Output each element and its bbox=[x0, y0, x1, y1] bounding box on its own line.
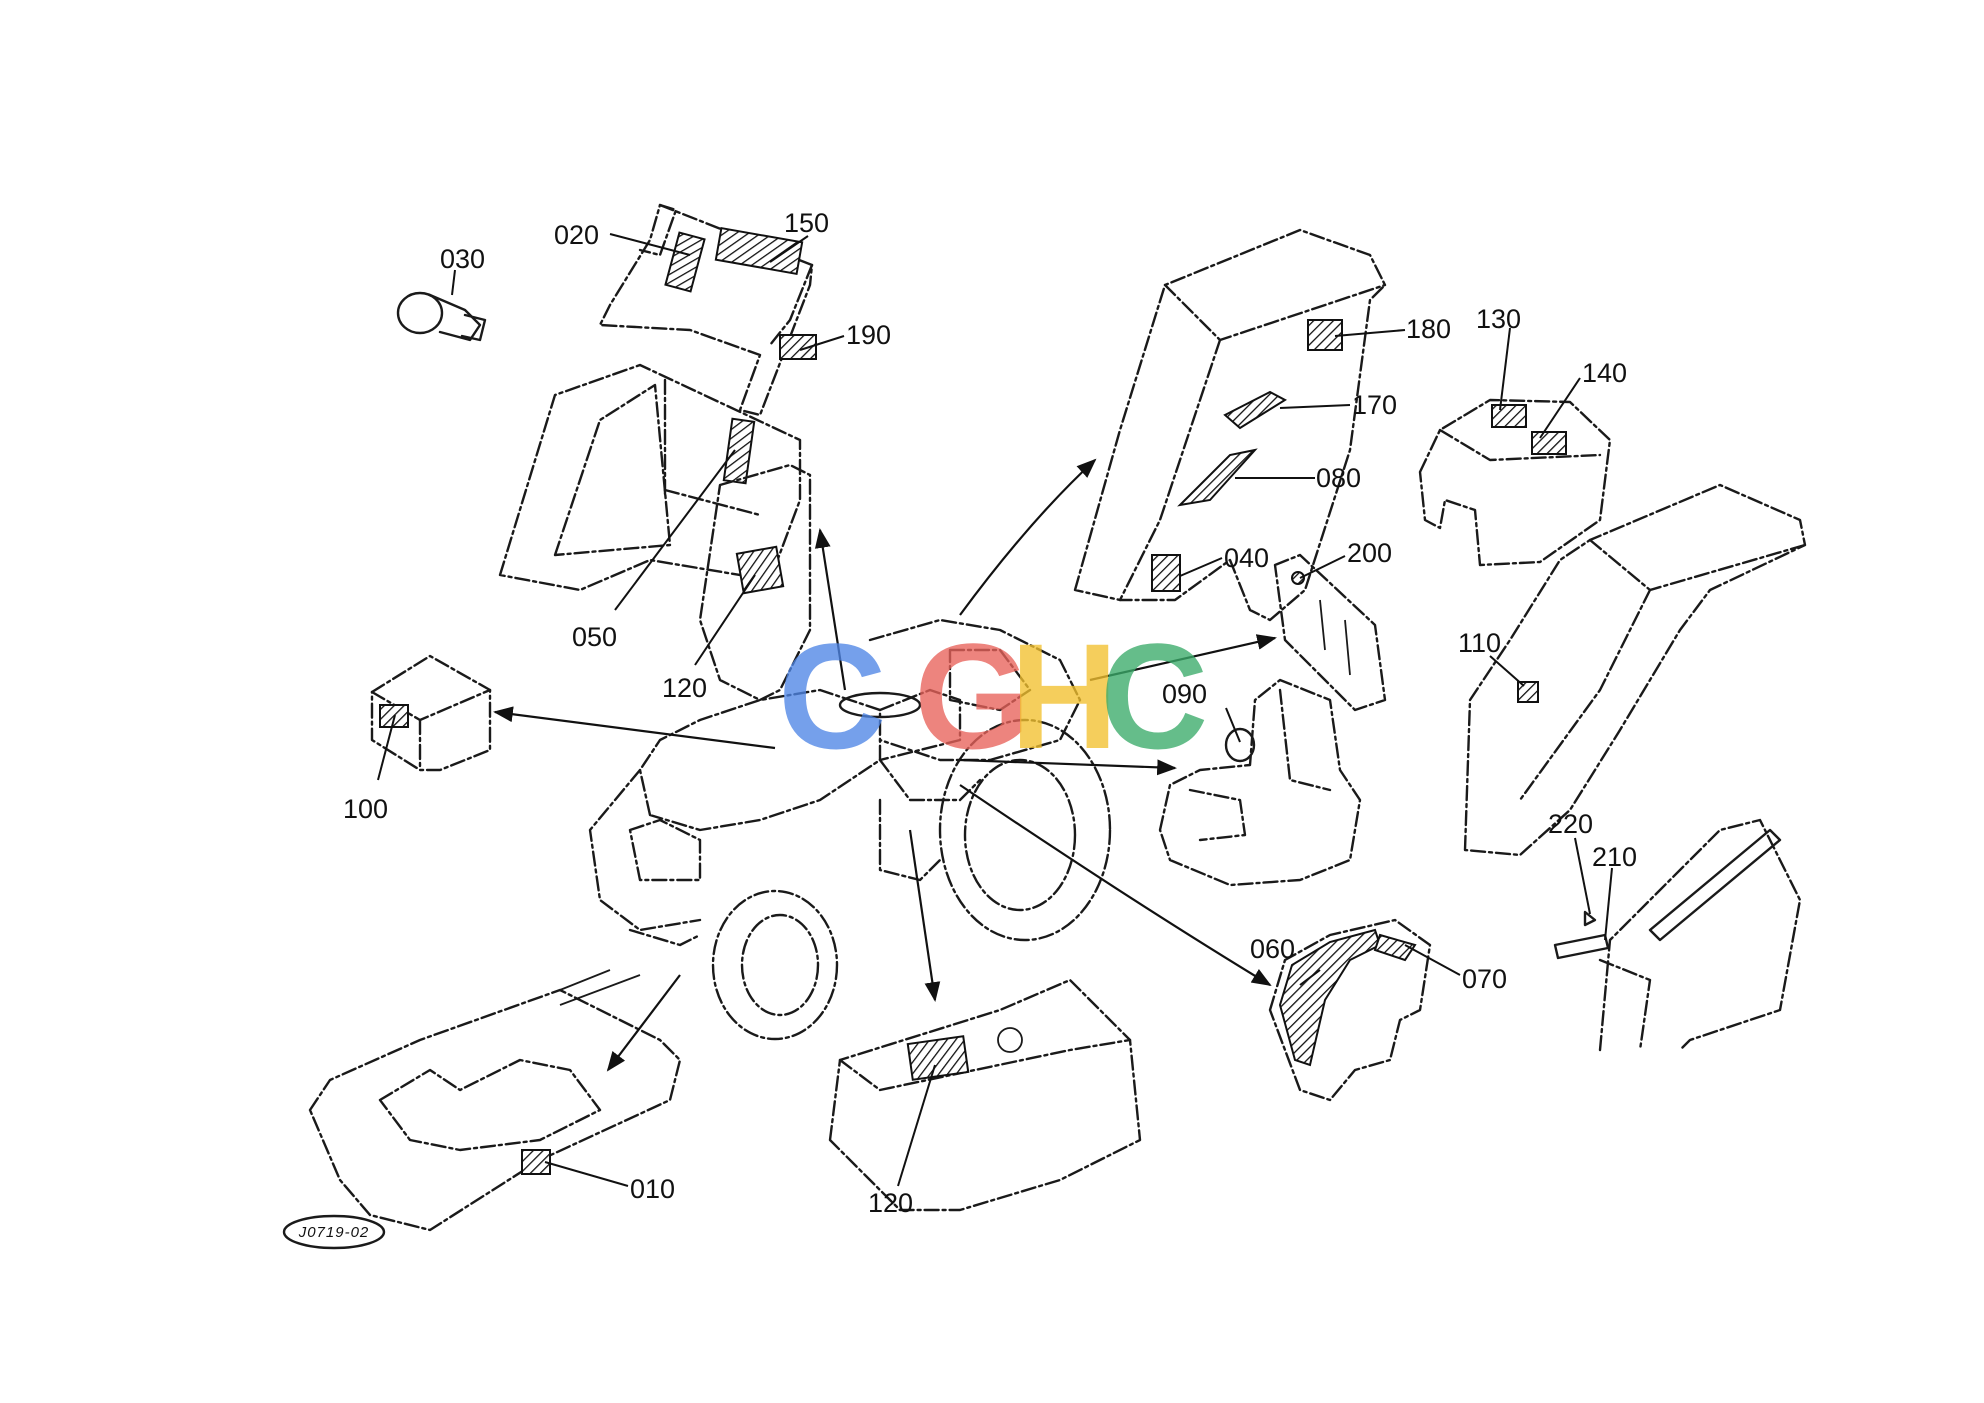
callout-100: 100 bbox=[343, 794, 388, 824]
decal-070 bbox=[1373, 933, 1417, 962]
decal-160 bbox=[714, 226, 804, 276]
rops-bracket bbox=[1553, 818, 1802, 1052]
battery-cover bbox=[370, 654, 492, 772]
callout-160: 150 bbox=[784, 208, 829, 238]
figure-code: J0719-02 bbox=[298, 1224, 370, 1241]
callout-200: 200 bbox=[1347, 538, 1392, 568]
wheel-fender-panel bbox=[1268, 918, 1432, 1102]
callout-070: 070 bbox=[1462, 964, 1507, 994]
callout-080: 080 bbox=[1316, 463, 1361, 493]
watermark-letter-2: G bbox=[914, 612, 1031, 780]
console-cover bbox=[1418, 398, 1612, 567]
bonnet-cover bbox=[828, 978, 1142, 1212]
callout-220: 220 bbox=[1548, 809, 1593, 839]
callout-190: 190 bbox=[846, 320, 891, 350]
left-side-panel bbox=[498, 363, 812, 702]
callout-170: 170 bbox=[1352, 390, 1397, 420]
leader-lines bbox=[377, 233, 1613, 1187]
rear-fender-left bbox=[1073, 228, 1387, 622]
callout-120: 120 bbox=[868, 1188, 913, 1218]
decal-170 bbox=[1223, 390, 1287, 430]
callout-090: 090 bbox=[1162, 679, 1207, 709]
upper-side-panel bbox=[598, 203, 817, 417]
decal-110 bbox=[1517, 681, 1539, 703]
callout-180: 180 bbox=[1406, 314, 1451, 344]
decal-040 bbox=[1151, 554, 1181, 592]
callout-150: 120 bbox=[662, 673, 707, 703]
figure-code-badge: J0719-02 bbox=[282, 1214, 386, 1250]
watermark-letter-4: C bbox=[1100, 612, 1208, 780]
decal-050 bbox=[722, 417, 756, 485]
callout-210: 210 bbox=[1592, 842, 1637, 872]
callout-140: 140 bbox=[1582, 358, 1627, 388]
watermark-letter-3: H bbox=[1010, 612, 1118, 780]
decal-140 bbox=[1531, 431, 1567, 455]
callout-130: 130 bbox=[1476, 304, 1521, 334]
callout-030: 030 bbox=[440, 244, 485, 274]
callout-040: 040 bbox=[1224, 543, 1269, 573]
decal-150 bbox=[735, 545, 785, 595]
decal-130 bbox=[1491, 404, 1527, 428]
step-floor bbox=[308, 969, 682, 1232]
callout-010: 010 bbox=[630, 1174, 675, 1204]
decal-080 bbox=[1177, 448, 1258, 507]
key-knob bbox=[396, 291, 487, 342]
decal-200 bbox=[1291, 571, 1305, 585]
decal-120 bbox=[906, 1035, 970, 1081]
callout-060: 060 bbox=[1250, 934, 1295, 964]
watermark-letter-1: C bbox=[778, 612, 886, 780]
decal-060 bbox=[1278, 928, 1382, 1067]
watermark-logo: C G H C bbox=[778, 612, 1208, 780]
callout-110: 110 bbox=[1458, 628, 1501, 658]
tractor-assembly bbox=[588, 618, 1112, 1041]
instrument-plate bbox=[1273, 553, 1387, 712]
callout-labels: 020 150 030 190 050 120 100 180 170 080 … bbox=[343, 208, 1637, 1218]
seat-assembly bbox=[1158, 678, 1362, 887]
decal-020 bbox=[664, 231, 706, 293]
rear-fender-right bbox=[1463, 483, 1807, 857]
callout-050: 050 bbox=[572, 622, 617, 652]
callout-020: 020 bbox=[554, 220, 599, 250]
arrows bbox=[493, 458, 1277, 1072]
